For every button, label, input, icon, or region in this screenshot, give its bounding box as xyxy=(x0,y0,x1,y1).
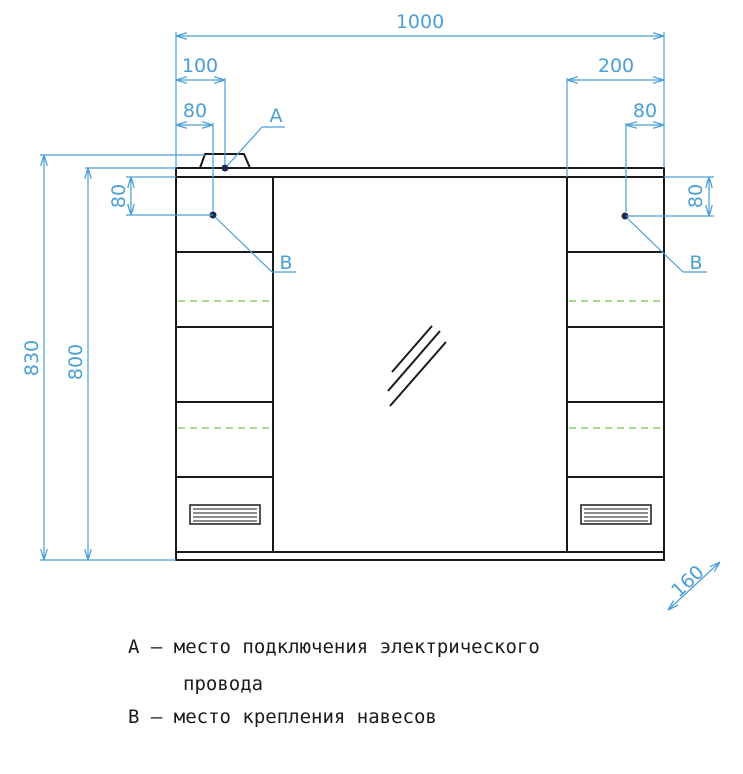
dim-right-hook-offset: 80 xyxy=(633,100,657,122)
left-drawer-handle xyxy=(189,504,261,525)
dim-depth: 160 xyxy=(667,561,709,602)
drawer-handles xyxy=(189,504,652,525)
wire-point-a xyxy=(221,164,229,172)
mirror-reflection xyxy=(387,325,447,407)
dim-left-hook-offset: 80 xyxy=(183,100,207,122)
top-bar xyxy=(175,167,665,178)
dim-left-wire-offset: 100 xyxy=(182,55,218,77)
dim-total-height: 830 xyxy=(21,340,43,376)
dim-right-hook-height: 80 xyxy=(685,184,707,208)
callout-b-left-label: B xyxy=(279,252,292,274)
right-drawer-handle xyxy=(580,504,652,525)
dim-body-height: 800 xyxy=(65,344,87,380)
glass-shelves xyxy=(178,300,662,429)
right-column xyxy=(566,176,665,553)
dim-right-side-offset: 200 xyxy=(598,55,634,77)
dim-left-hook-height: 80 xyxy=(108,184,130,208)
dim-total-width: 1000 xyxy=(396,11,444,33)
callout-a-label: A xyxy=(270,105,283,127)
hook-point-right xyxy=(621,212,629,220)
callout-b-right-label: B xyxy=(689,252,702,274)
cabinet-body xyxy=(175,153,665,561)
left-column xyxy=(175,176,274,553)
bottom-shelf xyxy=(175,551,665,561)
dimension-lines xyxy=(40,32,720,610)
